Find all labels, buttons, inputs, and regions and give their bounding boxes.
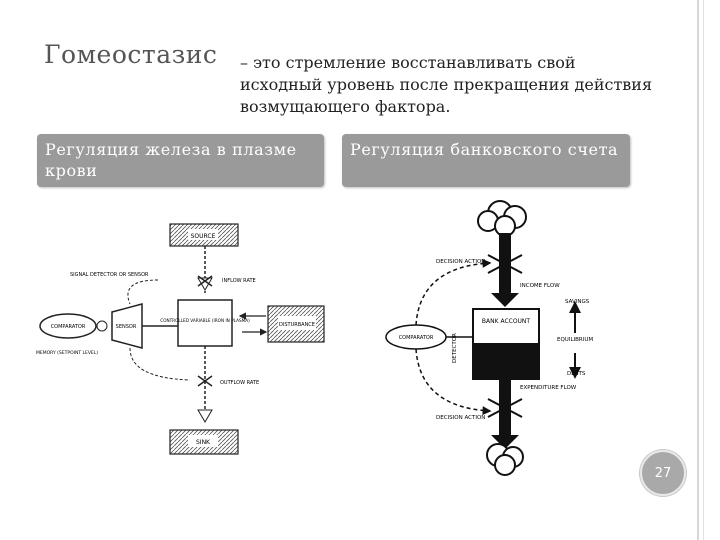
definition-text: – это стремление восстанавливать свой ис… — [240, 53, 653, 116]
center-label: CONTROLLED VARIABLE (IRON IN PLASMA) — [160, 318, 250, 323]
source-cloud — [477, 200, 527, 237]
sensor-label: SENSOR — [116, 324, 137, 330]
inflow-label: INFLOW RATE — [222, 278, 256, 284]
detector-label: DETECTOR — [452, 333, 458, 363]
inflow-valve — [197, 275, 213, 287]
equilibrium-label: EQUILIBRIUM — [557, 337, 593, 343]
bank-account-label: BANK ACCOUNT — [482, 318, 531, 325]
outflow-label: OUTFLOW RATE — [220, 380, 259, 386]
income-flow-label: INCOME FLOW — [520, 283, 560, 289]
decision-top-label: DECISION ACTION — [436, 259, 485, 265]
comparator-label: COMPARATOR — [399, 335, 434, 341]
source-label: SOURCE — [191, 233, 216, 240]
bank-account-diagram: DECISION ACTION INCOME FLOW BANK ACCOUNT… — [385, 200, 593, 476]
frame-line — [697, 0, 699, 540]
outflow-valve — [197, 375, 213, 387]
decision-bottom-label: DECISION ACTION — [436, 415, 485, 421]
savings-label: SAVINGS — [565, 299, 590, 305]
sink-label: SINK — [196, 439, 211, 446]
center-box — [177, 299, 233, 347]
panel-header-iron: Регуляция железа в плазме крови — [37, 134, 324, 187]
debts-label: DEBTS — [567, 371, 586, 377]
expenditure-valve — [487, 398, 523, 418]
sensor-shape — [111, 303, 143, 349]
frame-line — [703, 0, 704, 540]
page-number-badge: 27 — [640, 450, 686, 496]
comparator-label: COMPARATOR — [51, 324, 86, 330]
expenditure-flow-label: EXPENDITURE FLOW — [520, 385, 577, 391]
iron-regulation-diagram: SOURCE INFLOW RATE SIGNAL DETECTOR OR SE… — [36, 223, 325, 455]
disturbance-label: DISTURBANCE — [279, 322, 315, 328]
memory-label: MEMORY (SETPOINT LEVEL) — [36, 350, 98, 356]
panel-header-bank: Регуляция банковского счета — [342, 134, 630, 187]
slide-title: Гомеостазис — [44, 40, 218, 69]
sink-cloud — [486, 443, 524, 476]
signal-detector-label: SIGNAL DETECTOR OR SENSOR — [70, 272, 149, 278]
comparator-shape — [39, 313, 97, 339]
income-valve — [487, 254, 523, 274]
